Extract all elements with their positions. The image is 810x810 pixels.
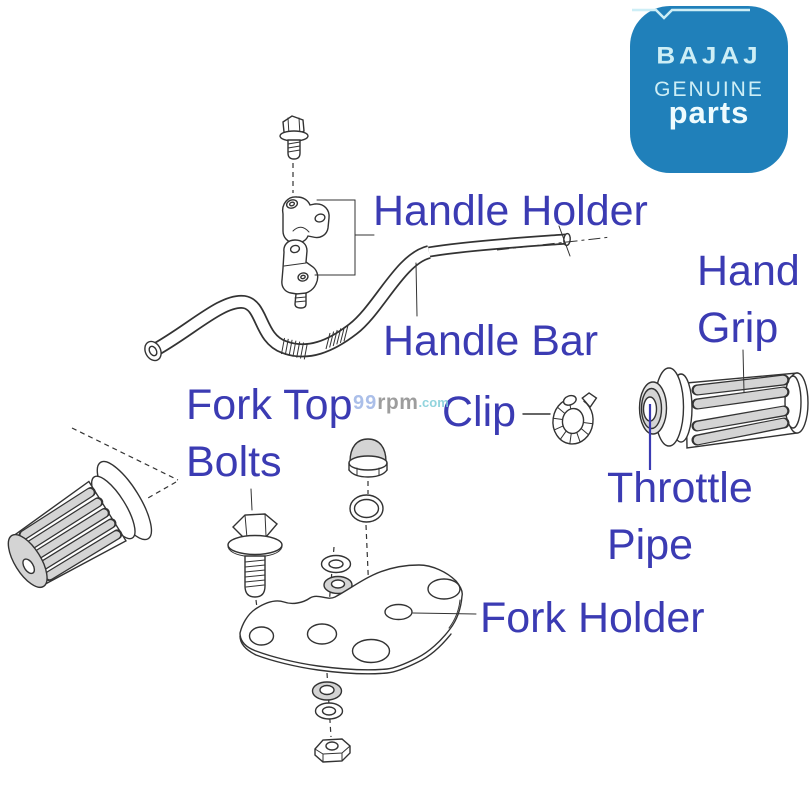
watermark-com: .com (418, 395, 449, 410)
washers-nut-below-plate-drawing (311, 672, 351, 763)
handle-holder-upper-clamp-drawing (281, 196, 330, 244)
watermark-rpm: rpm (377, 391, 419, 414)
washers-above-plate-drawing (320, 546, 353, 641)
clip-drawing (522, 392, 598, 445)
grip-ribs (18, 487, 123, 581)
fork-top-bolts-label-line1: Fork Top (186, 381, 353, 429)
bajaj-genuine-parts-logo: BAJAJ GENUINE parts (630, 6, 788, 173)
logo-parts-text: parts (668, 95, 750, 130)
logo-underline-arrow (632, 8, 750, 20)
watermark-num: 99 (353, 392, 378, 414)
throttle-pipe-label: Throttle Pipe (607, 460, 753, 574)
handlebar-knurl-left (281, 337, 308, 360)
left-hand-grip-drawing (7, 427, 179, 588)
handle-holder-bracket (314, 199, 375, 276)
grip-ribs (691, 374, 790, 446)
hand-grip-throttle-drawing (638, 349, 809, 470)
fork-holder-plate-drawing (239, 564, 477, 675)
fork-top-bolt-drawing (227, 488, 283, 634)
handle-holder-bolt-drawing (279, 115, 309, 193)
handle-bar-label: Handle Bar (383, 317, 599, 365)
logo-genuine-text: GENUINE (654, 78, 764, 101)
handlebar-knurl-right (325, 325, 349, 350)
hand-grip-label-line1: Hand (697, 247, 800, 295)
hand-grip-label-line2: Grip (697, 304, 779, 352)
handle-holder-label: Handle Holder (373, 187, 648, 235)
cap-nut-drawing (348, 438, 388, 494)
fork-top-bolts-label: Fork Top Bolts (186, 377, 353, 491)
hand-grip-label: Hand Grip (697, 243, 800, 357)
fork-holder-label: Fork Holder (480, 594, 705, 642)
handle-holder-lower-clamp-drawing (281, 239, 319, 309)
watermark-99rpm: 99rpm.com (353, 391, 449, 415)
fork-top-bolts-label-line2: Bolts (186, 438, 282, 486)
handle-bar-drawing (144, 225, 612, 362)
logo-brand-text: BAJAJ (656, 41, 762, 69)
throttle-pipe-label-line1: Throttle (607, 464, 753, 512)
throttle-pipe-label-line2: Pipe (607, 521, 694, 569)
clip-label: Clip (442, 388, 517, 436)
